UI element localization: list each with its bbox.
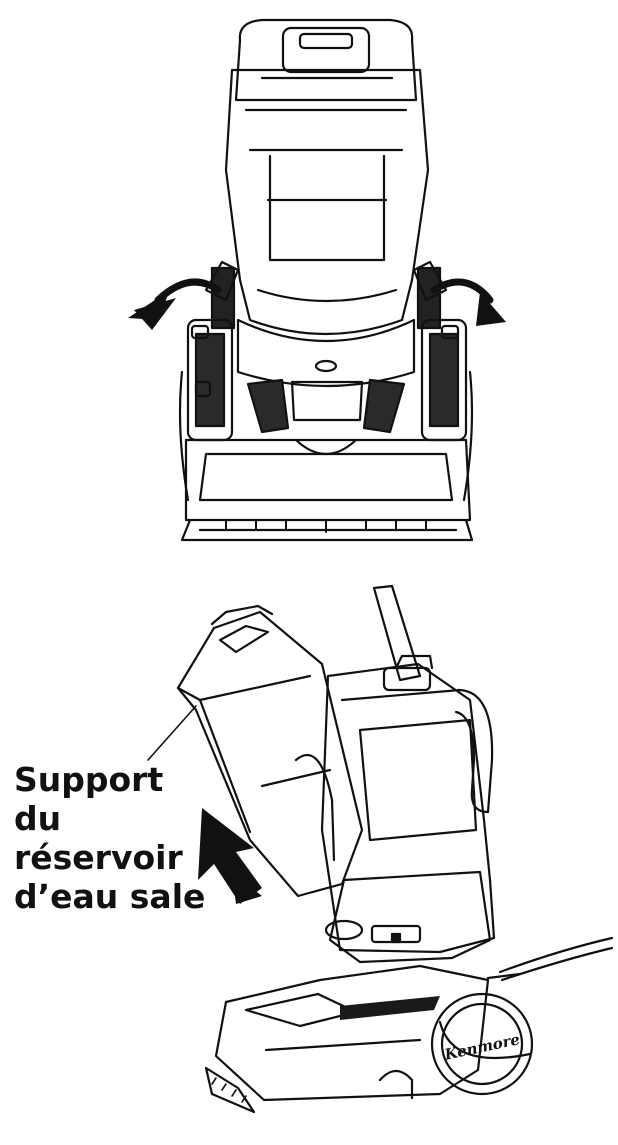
callout-line-2: du xyxy=(14,799,62,838)
upper-body xyxy=(224,68,430,336)
side-view-cleaner xyxy=(176,584,614,1114)
front-view-cleaner xyxy=(178,18,474,542)
handle-tube xyxy=(372,584,422,682)
callout-line-4: d’eau sale xyxy=(14,877,206,916)
up-arrow-icon xyxy=(198,808,262,904)
callout-line-1: Support xyxy=(14,760,164,799)
handle-grip xyxy=(234,18,418,102)
callout-line-3: réservoir xyxy=(14,838,183,877)
power-cord xyxy=(498,936,614,974)
curved-arrow-right-icon xyxy=(430,278,506,326)
main-body xyxy=(320,662,496,954)
front-nozzle xyxy=(184,438,472,522)
callout-label-dirty-tank-support: Support du réservoir d’eau sale xyxy=(14,760,205,916)
side-nozzle xyxy=(214,964,490,1102)
rear-wheel xyxy=(430,992,534,1096)
dirty-water-tank xyxy=(176,610,364,898)
callout-leader-line xyxy=(147,705,197,761)
curved-arrow-left-icon xyxy=(128,278,222,330)
